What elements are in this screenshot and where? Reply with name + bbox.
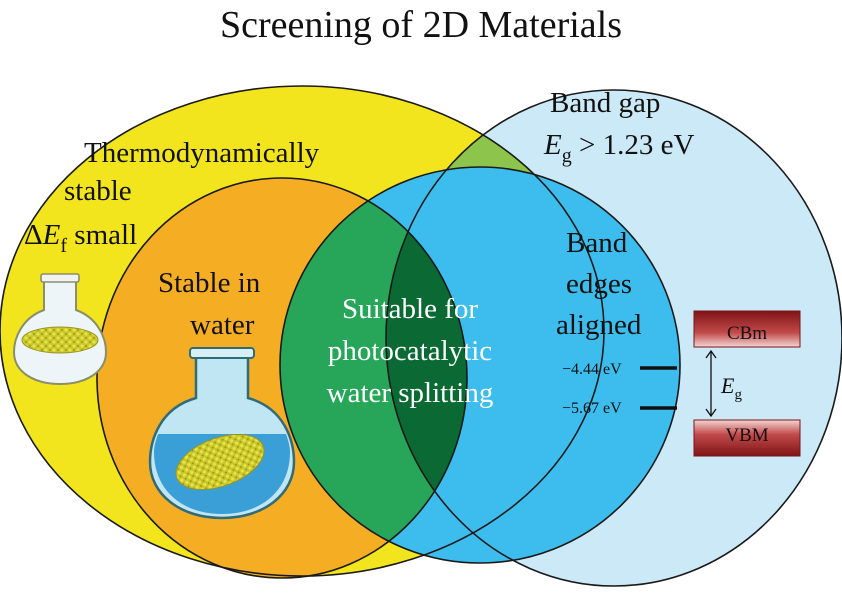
center-label-line3: water splitting — [327, 377, 494, 409]
arrow-energy-symbol: E — [720, 373, 735, 398]
cbm-bar — [693, 310, 801, 348]
arrow-energy-subscript: g — [734, 387, 742, 403]
delta-symbol: Δ — [24, 219, 43, 251]
vbm-bar — [693, 419, 801, 457]
edges-label-line2: edges — [566, 268, 632, 300]
energy-symbol: E — [42, 219, 61, 251]
thermo-label-line2: stable — [64, 175, 132, 207]
energy-subscript: f — [60, 235, 67, 257]
bandgap-condition-text: > 1.23 eV — [572, 129, 695, 161]
edges-label-line1: Band — [566, 227, 628, 259]
center-label-line2: photocatalytic — [328, 335, 492, 367]
vbm-label: VBM — [725, 425, 768, 446]
gap-energy-arrow-label: Eg — [720, 373, 742, 403]
bandgap-label-line2: Eg > 1.23 eV — [543, 129, 694, 167]
gap-energy-subscript: g — [562, 145, 572, 167]
center-label-line1: Suitable for — [342, 293, 478, 325]
cbm-label: CBm — [727, 323, 767, 344]
water-label-line1: Stable in — [158, 267, 261, 299]
thermo-label-line3: ΔEf small — [24, 219, 137, 257]
bandgap-label-line1: Band gap — [550, 87, 660, 119]
energy-level-2-label: −5.67 eV — [562, 400, 622, 417]
edges-label-line3: aligned — [556, 309, 642, 341]
large-flask-icon — [148, 347, 296, 520]
water-edges-overlap — [280, 178, 467, 563]
double-arrow-icon — [705, 349, 717, 418]
thermo-condition-text: small — [67, 219, 137, 251]
page-title: Screening of 2D Materials — [220, 4, 622, 46]
water-label-line2: water — [190, 309, 255, 341]
gap-energy-symbol: E — [543, 129, 562, 161]
thermo-label-line1: Thermodynamically — [84, 137, 320, 169]
energy-level-1-label: −4.44 eV — [562, 361, 622, 378]
small-flask-icon — [12, 273, 108, 386]
